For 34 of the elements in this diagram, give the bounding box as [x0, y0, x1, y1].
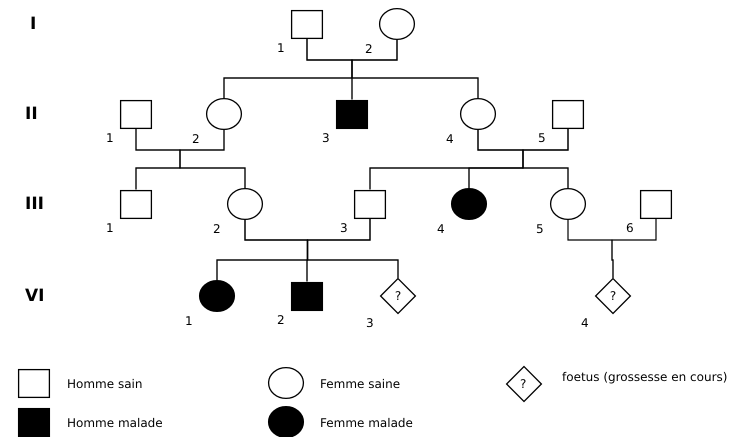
individual-number: 6: [626, 222, 634, 234]
individual-number: 3: [366, 317, 374, 329]
pedigree-line: [611, 218, 657, 278]
generation-label: VI: [25, 288, 44, 305]
individual-number: 5: [538, 132, 546, 144]
individual-number: 1: [106, 222, 114, 234]
individual-number: 4: [446, 133, 454, 145]
legend-label: Homme sain: [67, 376, 144, 393]
pedigree-line: [522, 128, 569, 188]
individual-number: 5: [536, 223, 544, 235]
pedigree-line: [306, 218, 399, 278]
individual-number: 1: [185, 315, 193, 327]
pedigree-line: [179, 130, 246, 188]
pedigree-line: [351, 40, 479, 98]
individual-number: 1: [277, 42, 285, 54]
generation-label: III: [25, 196, 44, 213]
legend-label: Femme malade: [320, 415, 414, 432]
legend-label: Femme saine: [320, 376, 402, 393]
individual-number: 3: [322, 132, 330, 144]
generation-label: II: [25, 106, 38, 123]
individual-number: 2: [365, 43, 373, 55]
individual-number: 2: [213, 223, 221, 235]
individual-number: 1: [106, 132, 114, 144]
question-mark: ?: [610, 290, 616, 302]
individual-number: 4: [437, 223, 445, 235]
generation-label: I: [30, 16, 36, 33]
individual-number: 2: [277, 314, 285, 326]
question-mark: ?: [520, 378, 526, 390]
legend-label: foetus (grossesse en cours): [562, 369, 728, 386]
question-mark: ?: [394, 290, 402, 302]
individual-number: 3: [340, 222, 348, 234]
legend-label: Homme malade: [67, 415, 164, 432]
individual-number: 4: [581, 317, 589, 329]
individual-number: 2: [192, 133, 200, 145]
